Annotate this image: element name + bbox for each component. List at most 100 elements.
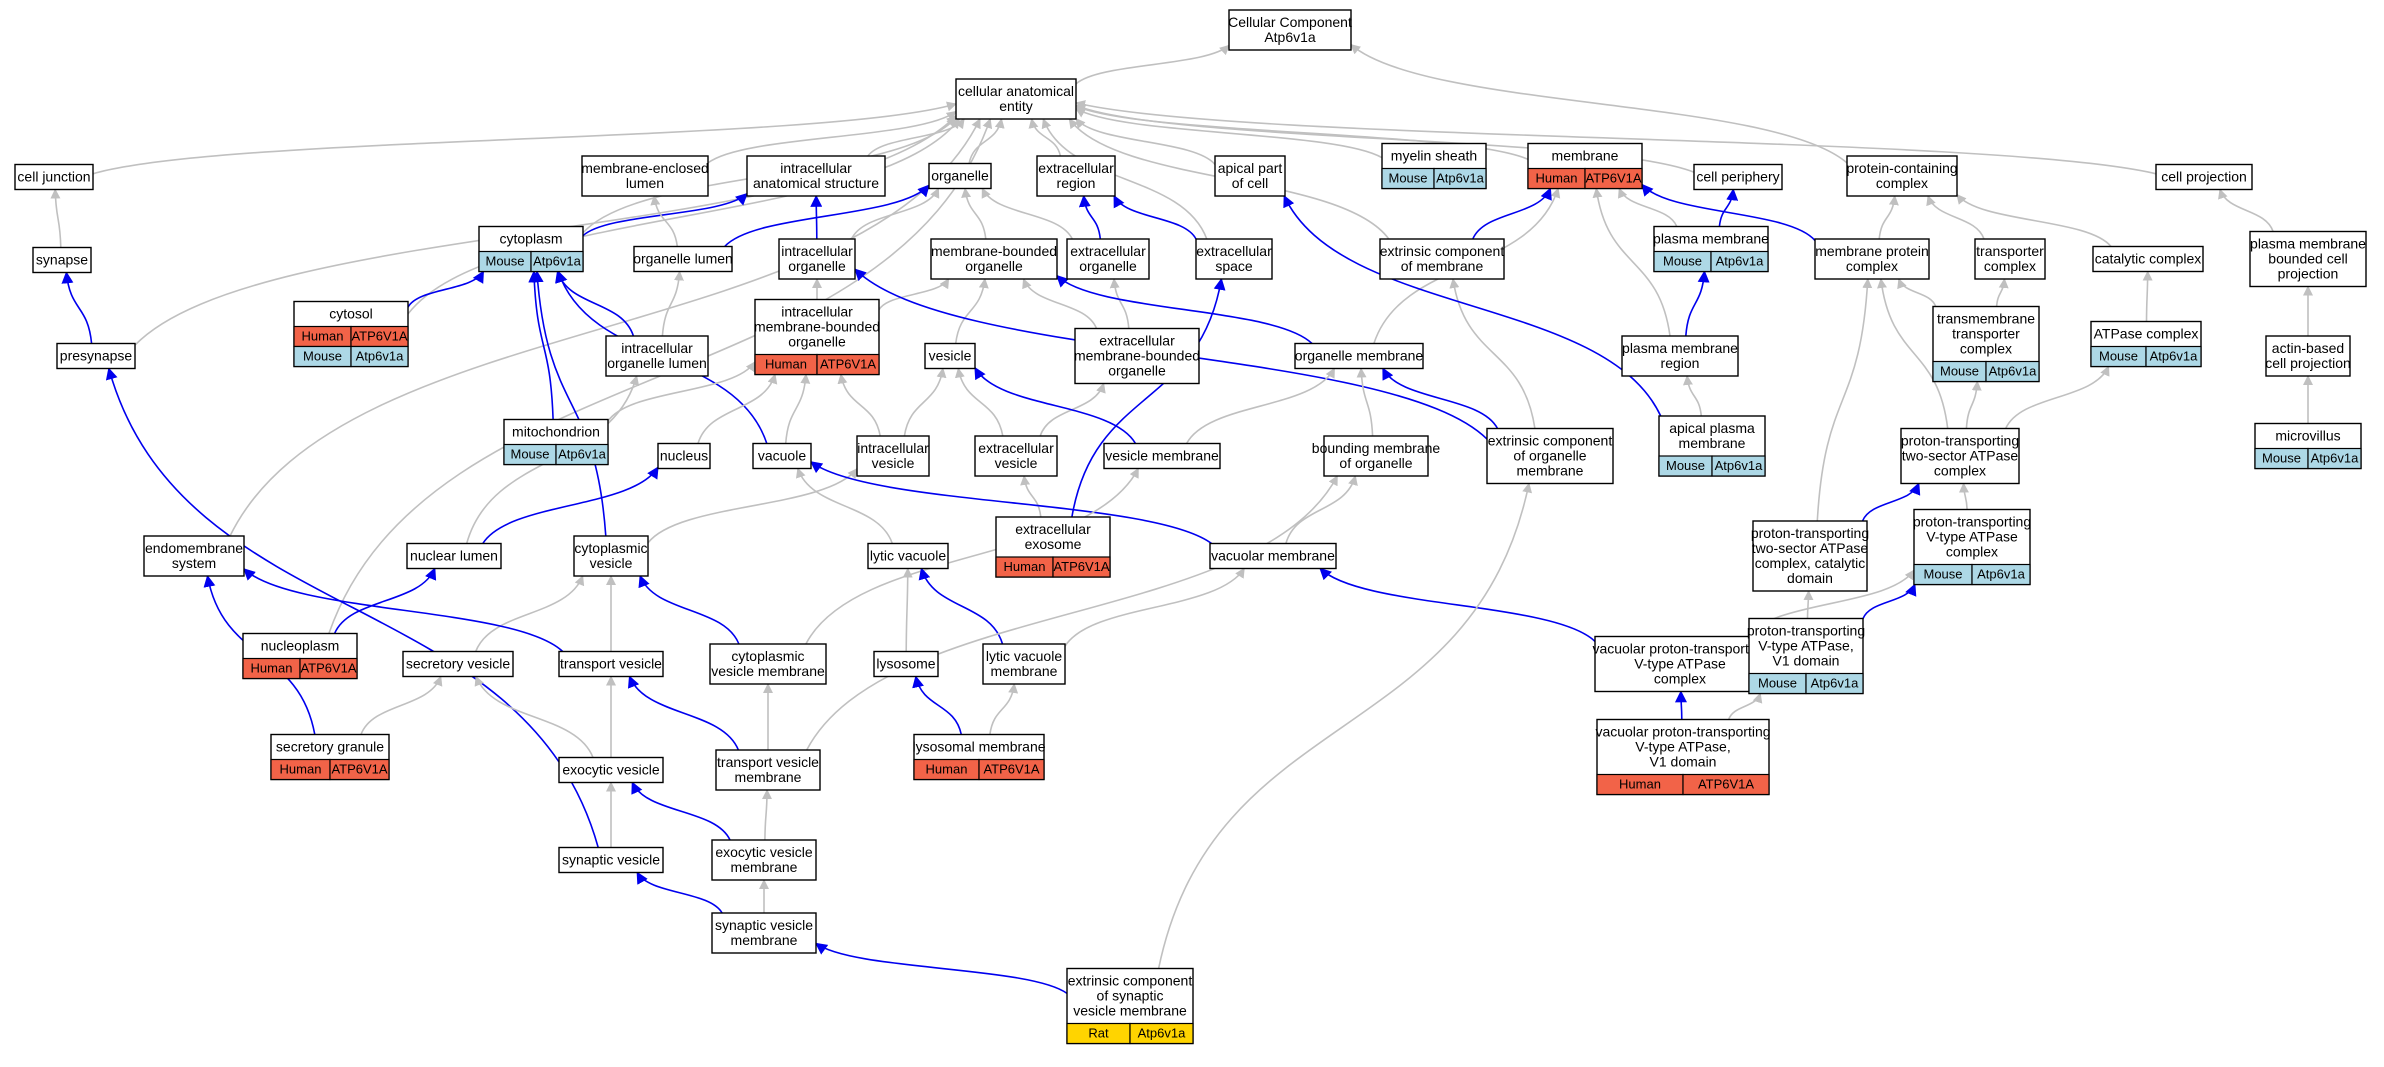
gray-edge bbox=[1803, 590, 1814, 619]
blue-edge bbox=[1113, 194, 1197, 240]
node-label-line: exocytic vesicle bbox=[715, 844, 812, 860]
node-label-line: extracellular bbox=[1015, 521, 1091, 537]
gray-edge bbox=[647, 468, 858, 544]
blue-edge bbox=[724, 184, 930, 248]
gray-edge bbox=[1356, 367, 1374, 437]
gray-edge bbox=[968, 118, 1005, 164]
node-label-line: membrane bbox=[735, 769, 802, 785]
gene-label: ATP6V1A bbox=[331, 762, 387, 777]
node-label-line: vesicle membrane bbox=[1073, 1003, 1187, 1019]
node-box bbox=[867, 542, 949, 570]
node-box bbox=[928, 162, 992, 190]
blue-edge bbox=[1071, 277, 1226, 518]
gray-edge bbox=[2004, 365, 2110, 429]
gene-label: Atp6v1a bbox=[1716, 254, 1764, 269]
species-label: Rat bbox=[1088, 1026, 1109, 1041]
blue-edge bbox=[1078, 194, 1102, 240]
gray-edge bbox=[92, 101, 957, 175]
gene-label: Atp6v1a bbox=[1811, 676, 1859, 691]
gray-edge bbox=[661, 270, 684, 337]
node-box bbox=[581, 155, 709, 197]
node-box bbox=[1036, 155, 1116, 197]
node-label-line: membrane-bounded bbox=[754, 319, 880, 335]
gray-edge bbox=[795, 467, 894, 544]
node-label-line: plasma membrane bbox=[1622, 340, 1738, 356]
node-label-line: organelle bbox=[931, 168, 989, 184]
node-vesicle: vesicle bbox=[924, 342, 976, 370]
gray-edge bbox=[707, 110, 957, 164]
gene-label: Atp6v1a bbox=[1989, 364, 2037, 379]
blue-edge bbox=[974, 366, 1137, 444]
gray-edge bbox=[360, 675, 443, 735]
node-label-line: transport vesicle bbox=[560, 656, 662, 672]
gray-edge bbox=[50, 188, 62, 248]
node-secretory-vesicle: secretory vesicle bbox=[402, 650, 514, 678]
gene-label: Atp6v1a bbox=[1977, 567, 2025, 582]
node-synapse: synapse bbox=[32, 246, 92, 274]
blue-edge bbox=[407, 270, 485, 308]
species-label: Mouse bbox=[1666, 458, 1705, 473]
node-label-line: membrane-enclosed bbox=[581, 160, 709, 176]
node-label-line: V1 domain bbox=[1773, 653, 1840, 669]
node-box bbox=[873, 650, 939, 678]
node-label-line: lysosome bbox=[876, 656, 935, 672]
node-label-line: ATPase complex bbox=[2094, 326, 2199, 342]
node-label-line: cellular anatomical bbox=[958, 83, 1074, 99]
node-label-line: bounding membrane bbox=[1312, 440, 1441, 456]
blue-edge bbox=[1674, 690, 1687, 720]
node-box bbox=[1195, 238, 1273, 280]
blue-edge bbox=[482, 466, 659, 544]
gray-edge bbox=[1618, 187, 1678, 227]
gray-edge bbox=[805, 467, 1140, 645]
node-label-line: V-type ATPase, bbox=[1758, 638, 1853, 654]
blue-edge bbox=[1641, 183, 1816, 242]
gene-cell bbox=[1682, 773, 1770, 796]
node-label-line: two-sector ATPase bbox=[1752, 540, 1869, 556]
node-box bbox=[2155, 163, 2253, 191]
gray-edge bbox=[1157, 482, 1533, 969]
species-label: Mouse bbox=[1388, 171, 1427, 186]
node-box bbox=[558, 650, 664, 678]
node-label-line: extracellular bbox=[1070, 243, 1146, 259]
gray-edge bbox=[954, 367, 1004, 437]
node-box bbox=[1814, 238, 1930, 280]
node-box bbox=[955, 78, 1077, 120]
gene-label: ATP6V1A bbox=[983, 762, 1039, 777]
species-label: Mouse bbox=[303, 349, 342, 364]
node-label-line: Atp6v1a bbox=[1264, 29, 1316, 45]
node-box bbox=[558, 846, 664, 874]
blue-edge bbox=[1862, 583, 1917, 619]
node-label-line: plasma membrane bbox=[1653, 231, 1769, 247]
node-box bbox=[1294, 342, 1424, 370]
node-label-line: space bbox=[1215, 258, 1253, 274]
gray-edge bbox=[650, 195, 679, 247]
node-box bbox=[1486, 427, 1614, 485]
node-label-line: organelle membrane bbox=[1295, 348, 1424, 364]
gray-edge bbox=[850, 187, 940, 240]
node-label-line: entity bbox=[999, 98, 1032, 114]
gray-edge bbox=[1109, 278, 1130, 329]
species-label: Mouse bbox=[1663, 254, 1702, 269]
node-label-line: membrane protein bbox=[1815, 243, 1929, 259]
gray-edge bbox=[1449, 278, 1536, 429]
node-label-line: vesicle bbox=[872, 455, 915, 471]
blue-edge bbox=[1861, 482, 1921, 522]
node-box bbox=[709, 643, 827, 685]
gray-edge bbox=[1926, 195, 1985, 240]
gene-cell bbox=[816, 353, 880, 376]
gene-label: ATP6V1A bbox=[1698, 777, 1754, 792]
node-box bbox=[2249, 230, 2367, 288]
species-label: Mouse bbox=[1940, 364, 1979, 379]
